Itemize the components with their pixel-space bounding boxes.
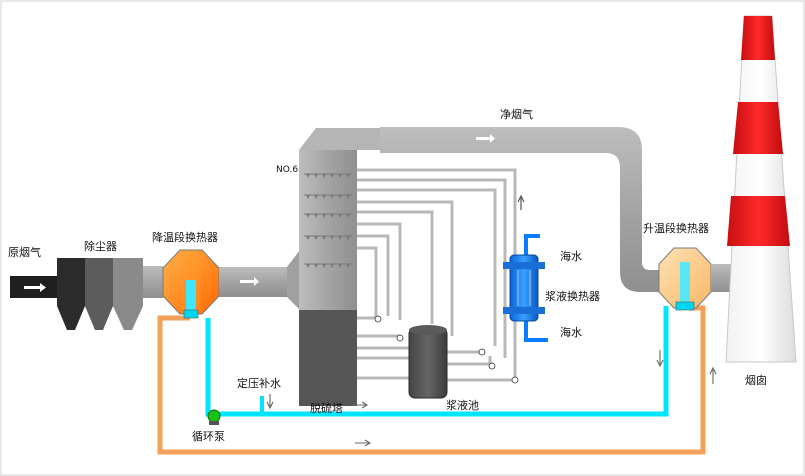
hot-water-loop [157,305,706,455]
slurry-tank [408,325,448,399]
flow-arrow-icon [266,394,274,410]
flow-arrow-icon [517,194,525,210]
dust-collector-label: 除尘器 [84,239,117,253]
slurry-heat-exchanger [503,234,548,342]
constant-pressure-makeup-label: 定压补水 [237,376,281,390]
circulation-pump-label: 循环泵 [192,430,225,443]
duct-segment [143,266,163,298]
desulfurization-tower-label: 脱硫塔 [310,401,343,415]
dust-collector [57,258,143,330]
raw-flue-gas-label: 原烟气 [8,245,41,259]
clean-flue-gas-label: 净烟气 [500,107,533,121]
valve-icon [374,315,519,384]
desulfurization-tower [299,128,380,406]
heating-heat-exchanger [658,247,712,311]
tower-inlet-transition [287,250,300,310]
flow-arrow-icon [476,134,495,143]
flow-arrow-icon [352,350,717,447]
cooling-heat-exchanger-label: 降温段换热器 [152,230,218,244]
chimney [725,15,797,363]
tower-tag-label: NO.6 [276,165,298,175]
slurry-tank-label: 浆液池 [446,398,479,412]
cold-water-loop [205,306,669,417]
heating-heat-exchanger-label: 升温段换热器 [643,221,709,235]
seawater-in-label: 海水 [560,249,582,263]
slurry-heat-exchanger-label: 浆液换热器 [545,289,600,303]
circulation-pump-icon [207,409,221,425]
cooling-heat-exchanger [162,249,220,319]
flow-arrow-icon [24,283,46,292]
clean-flue-gas-duct [380,127,665,292]
flow-arrow-icon [240,277,259,286]
chimney-label: 烟囱 [745,373,767,387]
seawater-out-label: 海水 [560,325,582,339]
